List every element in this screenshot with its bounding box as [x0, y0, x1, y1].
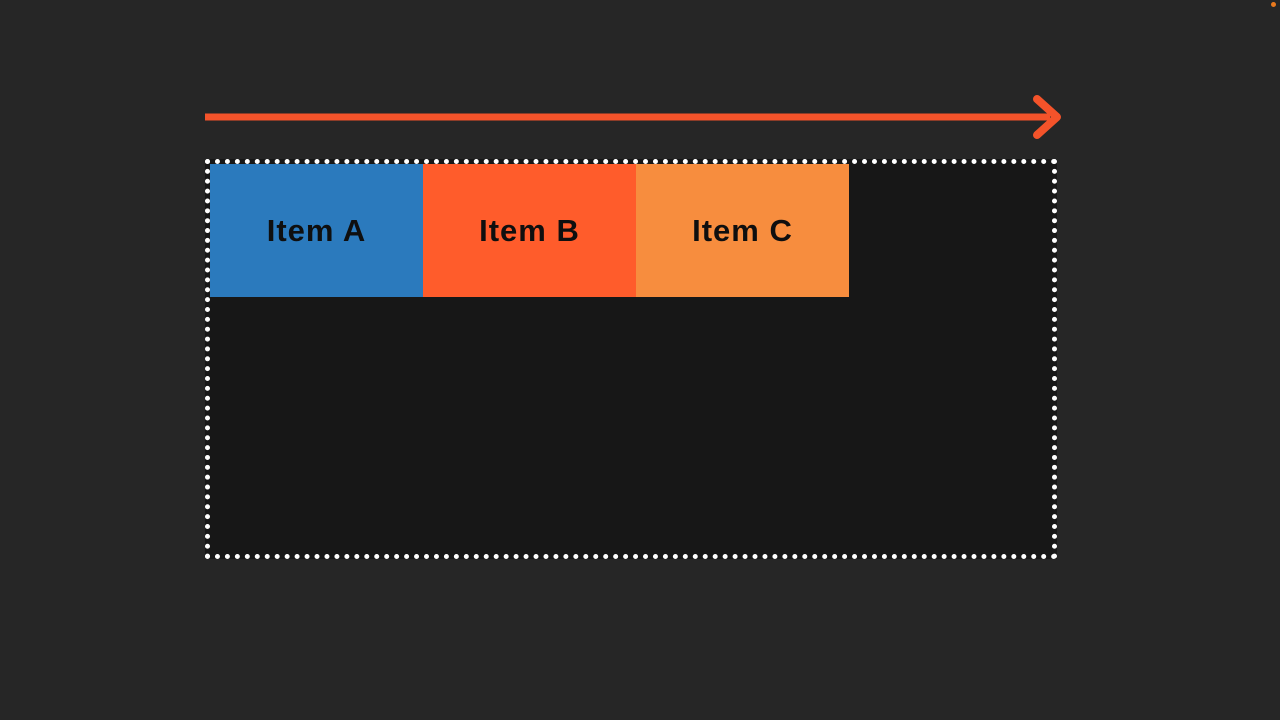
corner-indicator-dot	[1271, 2, 1276, 7]
item-a-label: Item A	[266, 212, 367, 248]
dashed-container: Item A Item B Item C	[205, 159, 1057, 559]
item-c-label: Item C	[692, 212, 793, 248]
item-box-c: Item C	[636, 164, 849, 297]
items-row: Item A Item B Item C	[210, 164, 1052, 297]
item-b-label: Item B	[479, 212, 580, 248]
flow-direction-arrow	[205, 95, 1061, 139]
item-box-a: Item A	[210, 164, 423, 297]
item-box-b: Item B	[423, 164, 636, 297]
arrow-head-icon	[1033, 95, 1061, 139]
